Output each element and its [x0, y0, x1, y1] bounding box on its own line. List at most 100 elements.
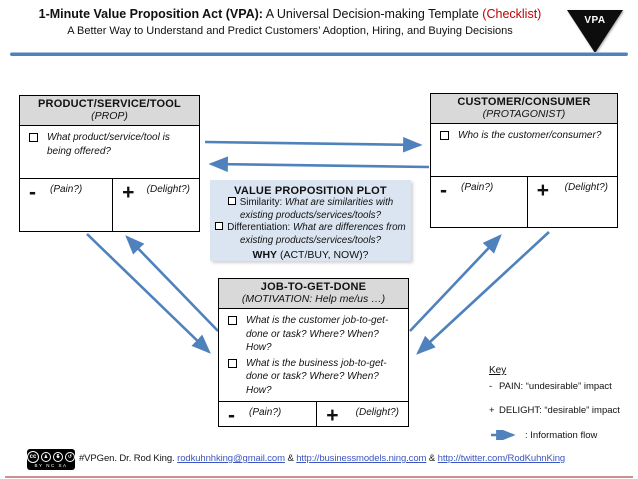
- cc-labels: BY NC SA: [34, 462, 68, 468]
- footer-divider: [5, 476, 633, 478]
- flow-arrow-icon: [491, 430, 516, 441]
- plus-sign: +: [489, 405, 495, 417]
- product-subtitle: (PROP): [91, 110, 128, 122]
- pain-label: (Pain?): [50, 184, 83, 195]
- legend-pain-text: PAIN: “undesirable” impact: [499, 381, 612, 392]
- customer-delight-cell: + (Delight?): [528, 177, 617, 227]
- checkbox-icon[interactable]: [228, 316, 237, 325]
- minus-sign: -: [228, 404, 235, 427]
- product-title: PRODUCT/SERVICE/TOOL: [38, 98, 181, 110]
- product-box: PRODUCT/SERVICE/TOOL (PROP) What product…: [19, 95, 200, 232]
- vpp-item-label: Similarity:: [239, 197, 285, 208]
- legend-delight-text: DELIGHT: “desirable” impact: [499, 405, 620, 417]
- arrow-customer-to-job: [416, 231, 550, 355]
- legend-pain: - PAIN: “undesirable” impact: [489, 381, 638, 392]
- customer-questions: Who is the customer/consumer?: [431, 124, 617, 176]
- question-text: What is the business job-to-get-done or …: [246, 357, 387, 396]
- question-text: What is the customer job-to-get-done or …: [246, 315, 389, 353]
- minus-sign: -: [29, 181, 36, 204]
- checklist-item: What is the customer job-to-get-done or …: [225, 314, 402, 355]
- footer-credit: #VPGen. Dr. Rod King. rodkuhnhking@gmail…: [79, 453, 565, 464]
- delight-label: (Delight?): [355, 407, 399, 418]
- checkbox-icon[interactable]: [228, 358, 237, 368]
- vpp-why-line: WHY (ACT/BUY, NOW)?: [213, 249, 408, 261]
- customer-subtitle: (PROTAGONIST): [482, 108, 566, 120]
- minus-sign: -: [489, 381, 493, 392]
- delight-label: (Delight?): [146, 184, 190, 195]
- footer-separator: &: [426, 453, 438, 464]
- pain-label: (Pain?): [461, 182, 494, 193]
- title-main: A Universal Decision-making Template: [262, 7, 483, 21]
- arrow-product-to-job: [86, 233, 211, 354]
- product-box-header: PRODUCT/SERVICE/TOOL (PROP): [20, 96, 199, 126]
- checkbox-icon[interactable]: [29, 133, 38, 142]
- by-person-icon: ♟: [41, 451, 51, 462]
- arrow-customer-to-product: [208, 156, 430, 173]
- page-subtitle: A Better Way to Understand and Predict C…: [67, 24, 513, 37]
- vpp-item-label: Differentiation:: [227, 222, 293, 234]
- pain-label: (Pain?): [249, 407, 282, 418]
- vpp-title: VALUE PROPOSITION PLOT: [234, 185, 387, 197]
- product-delight-cell: + (Delight?): [113, 179, 199, 231]
- vpp-item-question: What are differences from existing produ…: [239, 222, 406, 247]
- email-link[interactable]: rodkuhnhking@gmail.com: [177, 453, 285, 464]
- customer-box-header: CUSTOMER/CONSUMER (PROTAGONIST): [431, 94, 617, 124]
- legend-flow: : Information flow: [489, 430, 638, 441]
- vpp-item-question: What are similarities with existing prod…: [239, 197, 394, 221]
- vpp-item-similarity: Similarity: What are similarities with e…: [213, 197, 408, 222]
- checklist-item: What product/service/tool is being offer…: [26, 131, 193, 158]
- arrow-product-to-customer: [204, 136, 423, 153]
- page-title: 1-Minute Value Proposition Act (VPA): A …: [16, 7, 564, 38]
- question-text: Who is the customer/consumer?: [458, 130, 602, 141]
- checklist-item: What is the business job-to-get-done or …: [225, 357, 402, 398]
- vpa-badge: VPA: [567, 10, 623, 56]
- legend-flow-text: : Information flow: [525, 429, 598, 441]
- job-title: JOB-TO-GET-DONE: [260, 281, 367, 293]
- vpa-badge-label: VPA: [584, 15, 606, 26]
- title-bold: 1-Minute Value Proposition Act (VPA):: [38, 7, 263, 21]
- why-rest: (ACT/BUY, NOW)?: [277, 248, 369, 261]
- plus-sign: +: [536, 179, 549, 202]
- plus-sign: +: [326, 404, 339, 427]
- header-divider: [10, 52, 628, 56]
- footer-separator: &: [284, 453, 297, 464]
- job-subtitle: (MOTIVATION: Help me/us …): [241, 293, 386, 305]
- delight-label: (Delight?): [564, 182, 608, 193]
- customer-pain-cell: - (Pain?): [431, 177, 528, 227]
- legend: Key - PAIN: “undesirable” impact + DELIG…: [489, 365, 638, 441]
- job-box: JOB-TO-GET-DONE (MOTIVATION: Help me/us …: [218, 278, 409, 427]
- sa-arrow-icon: ↺: [65, 451, 75, 462]
- customer-title: CUSTOMER/CONSUMER: [457, 96, 591, 108]
- twitter-link[interactable]: http://twitter.com/RodKuhnKing: [437, 453, 566, 464]
- legend-delight: + DELIGHT: “desirable” impact: [489, 405, 638, 416]
- cc-license-badge: cc ♟ $ ↺ BY NC SA: [27, 449, 75, 470]
- product-pain-delight-row: - (Pain?) + (Delight?): [20, 178, 199, 231]
- job-pain-delight-row: - (Pain?) + (Delight?): [219, 401, 408, 426]
- job-delight-cell: + (Delight?): [317, 402, 408, 426]
- checklist-item: Who is the customer/consumer?: [437, 129, 611, 143]
- vpp-item-differentiation: Differentiation: What are differences fr…: [213, 222, 408, 247]
- job-box-header: JOB-TO-GET-DONE (MOTIVATION: Help me/us …: [219, 279, 408, 309]
- value-proposition-plot-box: VALUE PROPOSITION PLOT Similarity: What …: [210, 180, 411, 261]
- job-questions: What is the customer job-to-get-done or …: [219, 309, 408, 401]
- cc-icon: cc: [27, 450, 39, 463]
- title-accent: (Checklist): [482, 7, 542, 21]
- checkbox-icon[interactable]: [227, 197, 236, 205]
- product-pain-cell: - (Pain?): [20, 179, 114, 231]
- legend-title: Key: [489, 365, 507, 376]
- question-text: What product/service/tool is being offer…: [47, 132, 170, 157]
- arrow-job-to-customer: [409, 234, 502, 332]
- businessmodels-link[interactable]: http://businessmodels.ning.com: [296, 453, 427, 464]
- customer-box: CUSTOMER/CONSUMER (PROTAGONIST) Who is t…: [430, 93, 618, 228]
- product-questions: What product/service/tool is being offer…: [20, 126, 199, 178]
- triangle-icon: [567, 10, 623, 53]
- checkbox-icon[interactable]: [215, 222, 224, 231]
- checkbox-icon[interactable]: [440, 131, 449, 140]
- customer-pain-delight-row: - (Pain?) + (Delight?): [431, 176, 617, 227]
- minus-sign: -: [440, 179, 447, 202]
- why-bold: WHY: [252, 248, 278, 261]
- plus-sign: +: [122, 181, 135, 204]
- footer-text: #VPGen. Dr. Rod King.: [79, 453, 178, 464]
- arrow-job-to-product: [125, 235, 219, 332]
